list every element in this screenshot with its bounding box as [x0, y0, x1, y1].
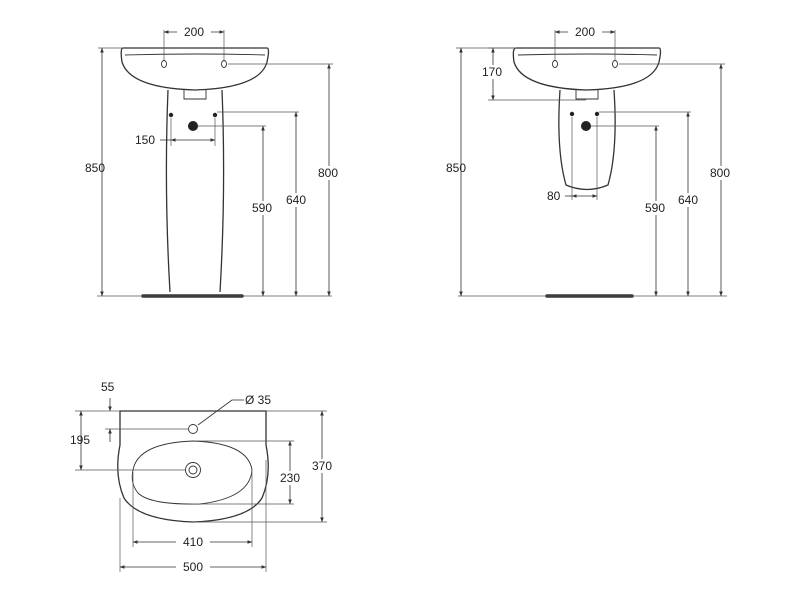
plan-waste-offset-label: 195	[70, 433, 90, 447]
semipedestal-height-850-label: 850	[446, 161, 466, 175]
pedestal-height-800-label: 800	[318, 166, 338, 180]
plan-basin-outline	[117, 410, 269, 523]
semipedestal-trap	[575, 90, 599, 100]
semipedestal-waste-dot	[581, 121, 591, 131]
pedestal-drain-spacing-label: 150	[135, 133, 155, 147]
pedestal-left-fixing-dot	[168, 112, 174, 118]
semipedestal-left-fixing-dot	[569, 111, 575, 117]
pedestal-elevation-view: 200 150 850 590 640 800	[85, 24, 344, 298]
semipedestal-basin-outline	[512, 47, 662, 91]
pedestal-column	[165, 89, 225, 293]
plan-bowl-width-label: 230	[280, 471, 300, 485]
semipedestal-shroud	[558, 89, 616, 191]
semipedestal-right-tap-hole	[612, 60, 618, 68]
pedestal-right-tap-hole	[221, 60, 227, 68]
plan-waste-outer	[185, 462, 201, 478]
pedestal-waste-dot	[188, 121, 198, 131]
plan-width-label: 500	[183, 560, 203, 574]
pedestal-tap-spacing-label: 200	[184, 25, 204, 39]
semipedestal-left-tap-hole	[552, 60, 558, 68]
plan-bowl-outline	[131, 440, 253, 505]
pedestal-height-590-label: 590	[252, 201, 272, 215]
pedestal-left-tap-hole	[161, 60, 167, 68]
plan-bowl-length-label: 410	[183, 535, 203, 549]
plan-tap-hole	[188, 424, 198, 434]
semipedestal-right-fixing-dot	[594, 111, 600, 117]
plan-depth-label: 370	[312, 459, 332, 473]
semipedestal-height-800-label: 800	[710, 166, 730, 180]
semipedestal-drain-spacing-label: 80	[547, 189, 561, 203]
semipedestal-height-640-label: 640	[678, 193, 698, 207]
pedestal-basin-outline	[120, 47, 270, 91]
semipedestal-elevation-view: 200 170 80 850 590 640 800	[446, 24, 736, 298]
semipedestal-bowl-depth-label: 170	[482, 65, 502, 79]
plan-tap-diameter-leader	[197, 399, 233, 426]
pedestal-trap	[183, 90, 207, 100]
plan-tap-diameter-label: Ø 35	[245, 393, 271, 407]
semipedestal-height-590-label: 590	[645, 201, 665, 215]
pedestal-height-640-label: 640	[286, 193, 306, 207]
pedestal-right-fixing-dot	[212, 112, 218, 118]
plan-view: Ø 35 55 195 230 370 410 5	[70, 380, 337, 574]
pedestal-height-850-label: 850	[85, 161, 105, 175]
plan-waste-inner	[188, 465, 198, 475]
semipedestal-tap-spacing-label: 200	[575, 25, 595, 39]
pedestal-basin-rim	[124, 53, 266, 56]
semipedestal-basin-rim	[517, 53, 658, 56]
plan-tap-offset-label: 55	[101, 380, 115, 394]
